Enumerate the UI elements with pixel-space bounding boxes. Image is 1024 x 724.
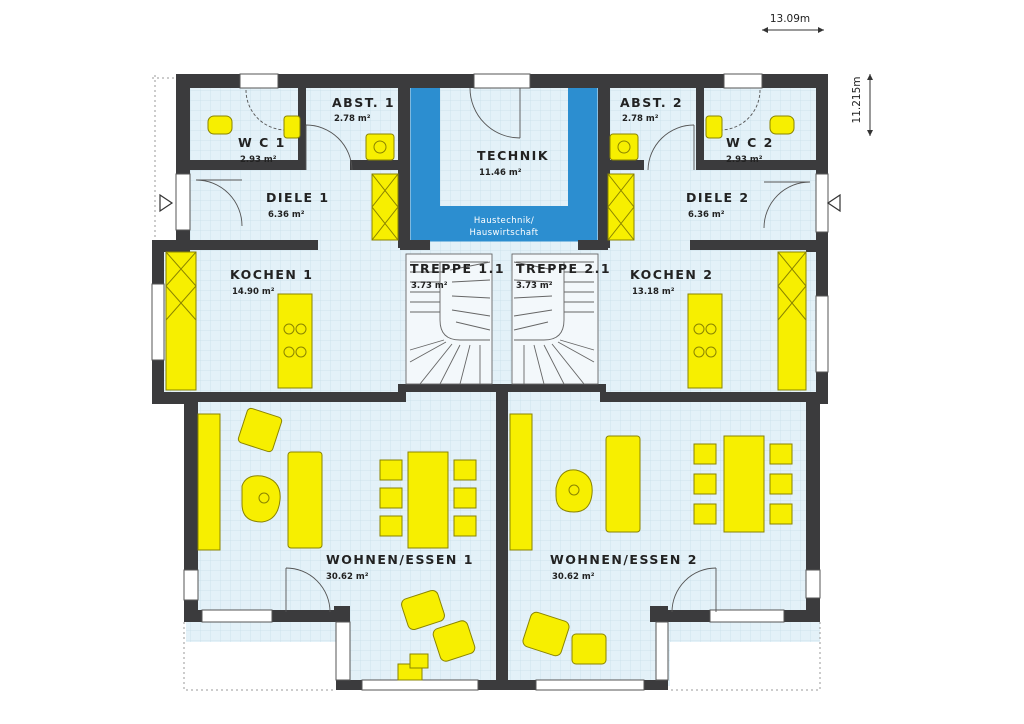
area-diele-1: 6.36 m²	[268, 210, 305, 220]
coffee-table-1	[241, 475, 281, 523]
area-abst-1: 2.78 m²	[334, 114, 371, 124]
sofa-2	[605, 435, 641, 533]
chair	[453, 515, 477, 537]
chair	[769, 473, 793, 495]
lounge-chair-1	[401, 589, 445, 631]
chair	[769, 443, 793, 465]
chair	[379, 515, 403, 537]
entrance-arrow-right-icon	[826, 193, 841, 213]
label-wohnen-2: WOHNEN/ESSEN 2	[550, 552, 698, 567]
stairs-2	[511, 253, 599, 385]
label-wohnen-1: WOHNEN/ESSEN 1	[326, 552, 474, 567]
side-table-2	[409, 653, 429, 669]
chair	[769, 503, 793, 525]
label-kochen-1: KOCHEN 1	[230, 267, 313, 282]
sink-wc-1	[283, 115, 301, 139]
chair	[693, 443, 717, 465]
area-kochen-1: 14.90 m²	[232, 287, 275, 297]
kitchen-island-1	[277, 293, 313, 389]
sideboard-1	[197, 413, 221, 551]
chair	[453, 487, 477, 509]
label-wc-2: W C 2	[726, 135, 774, 150]
dimension-depth: 11.215m	[851, 74, 873, 136]
room-labels: W C 1 2.93 m² ABST. 1 2.78 m² TECHNIK 11…	[230, 95, 774, 582]
lounge-chair-3	[522, 611, 570, 657]
chair	[693, 503, 717, 525]
armchair-1	[237, 407, 283, 453]
label-treppe-1-1: TREPPE 1.1	[410, 261, 505, 276]
area-diele-2: 6.36 m²	[688, 210, 725, 220]
dimension-width: 13.09m	[762, 13, 824, 33]
area-wc-2: 2.93 m²	[726, 155, 763, 165]
sink-wc-2	[705, 115, 723, 139]
lounge-chair-2	[432, 620, 476, 662]
label-diele-2: DIELE 2	[686, 190, 750, 205]
sink-abst-2	[609, 133, 639, 161]
area-kochen-2: 13.18 m²	[632, 287, 675, 297]
technik-core	[410, 86, 598, 242]
area-wc-1: 2.93 m²	[240, 155, 277, 165]
stairs-1	[405, 253, 493, 385]
kitchen-counter-2	[777, 251, 807, 391]
dimension-width-label: 13.09m	[770, 13, 810, 25]
label-diele-1: DIELE 1	[266, 190, 330, 205]
sofa-1	[287, 451, 323, 549]
label-technik-sub-2: Hauswirtschaft	[469, 228, 538, 238]
entrance-arrow-left-icon	[159, 193, 174, 213]
cabinet-diele-1	[371, 173, 399, 241]
terrace-outline	[152, 75, 821, 691]
chair	[379, 487, 403, 509]
windows	[151, 73, 829, 691]
label-abst-2: ABST. 2	[620, 95, 683, 110]
sink-abst-1	[365, 133, 395, 161]
dining-table-1	[407, 451, 449, 549]
area-treppe-2-1: 3.73 m²	[516, 281, 553, 291]
area-wohnen-1: 30.62 m²	[326, 572, 369, 582]
toilet-1	[207, 115, 233, 135]
kitchen-island-2	[687, 293, 723, 389]
label-kochen-2: KOCHEN 2	[630, 267, 713, 282]
ottoman-2	[571, 633, 607, 665]
label-treppe-2-1: TREPPE 2.1	[516, 261, 611, 276]
door-swings	[195, 87, 811, 613]
area-treppe-1-1: 3.73 m²	[411, 281, 448, 291]
sideboard-2	[509, 413, 533, 551]
dining-table-2	[723, 435, 765, 533]
area-technik: 11.46 m²	[479, 168, 522, 178]
label-wc-1: W C 1	[238, 135, 286, 150]
label-abst-1: ABST. 1	[332, 95, 395, 110]
furniture	[165, 115, 807, 681]
kitchen-counter-1	[165, 251, 197, 391]
chair	[453, 459, 477, 481]
chair	[693, 473, 717, 495]
label-technik: TECHNIK	[477, 148, 549, 163]
toilet-2	[769, 115, 795, 135]
coffee-table-2	[555, 469, 593, 513]
area-wohnen-2: 30.62 m²	[552, 572, 595, 582]
cabinet-diele-2	[607, 173, 635, 241]
chair	[379, 459, 403, 481]
label-technik-sub-1: Haustechnik/	[474, 216, 534, 226]
dimension-depth-label: 11.215m	[851, 77, 863, 124]
area-abst-2: 2.78 m²	[622, 114, 659, 124]
